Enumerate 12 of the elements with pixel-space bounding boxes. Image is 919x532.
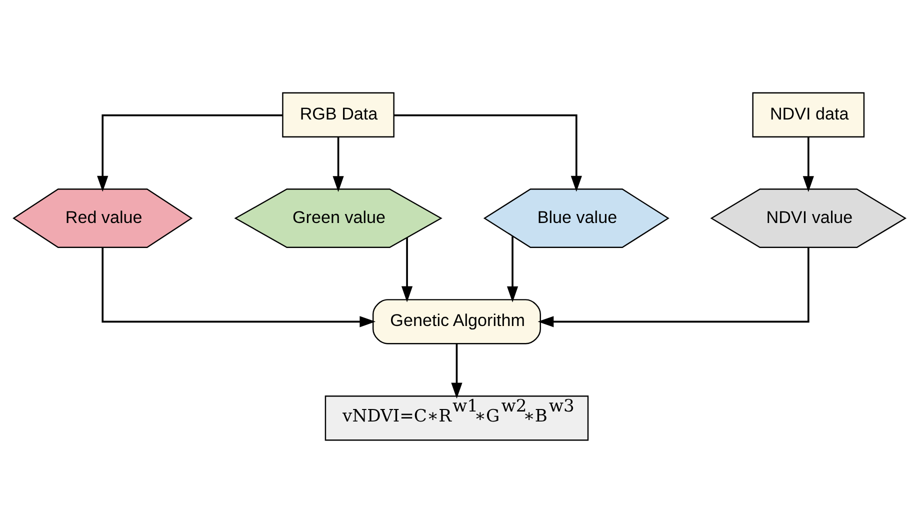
arrow (802, 136, 814, 192)
arrow (538, 247, 810, 327)
arrow (394, 114, 582, 192)
arrow (506, 236, 518, 302)
arrow (97, 114, 282, 192)
arrow (451, 344, 462, 398)
arrow (102, 247, 376, 327)
arrow (401, 237, 413, 302)
arrow (332, 136, 344, 192)
node-box: Genetic Algorithm (372, 298, 541, 344)
node-box: RGB Data (282, 92, 394, 137)
node-box: NDVI data (752, 92, 865, 137)
